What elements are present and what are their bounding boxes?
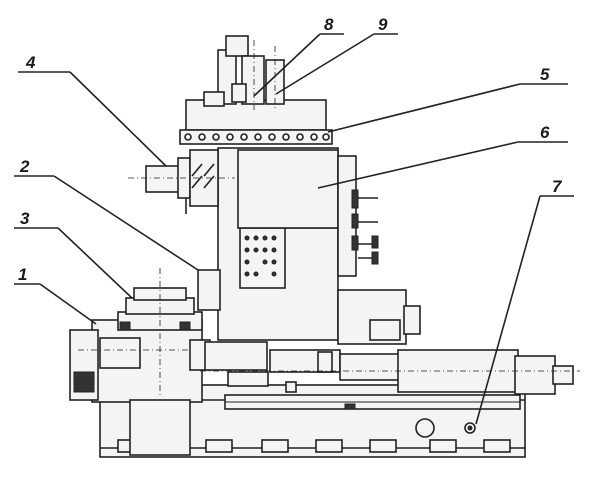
- callout-2: 2: [19, 157, 30, 176]
- top-motor-assembly: [203, 35, 285, 110]
- callout-6: 6: [540, 123, 550, 142]
- side-spindle: [128, 149, 235, 214]
- feed-cylinder: [200, 289, 580, 395]
- callout-7: 7: [552, 177, 563, 196]
- callout-4: 4: [25, 53, 36, 72]
- spindle-head: [237, 149, 379, 277]
- callout-9: 9: [378, 15, 388, 34]
- leader-lines: [14, 33, 574, 425]
- callout-1: 1: [18, 265, 27, 284]
- callout-3: 3: [20, 209, 30, 228]
- plate-holes: [184, 133, 330, 141]
- left-fixture-unit: [69, 319, 268, 456]
- callout-5: 5: [540, 65, 550, 84]
- top-indexing-plate: [179, 99, 333, 145]
- control-panel-dots: [244, 235, 277, 277]
- callout-8: 8: [324, 15, 334, 34]
- rotary-chuck: [117, 268, 203, 395]
